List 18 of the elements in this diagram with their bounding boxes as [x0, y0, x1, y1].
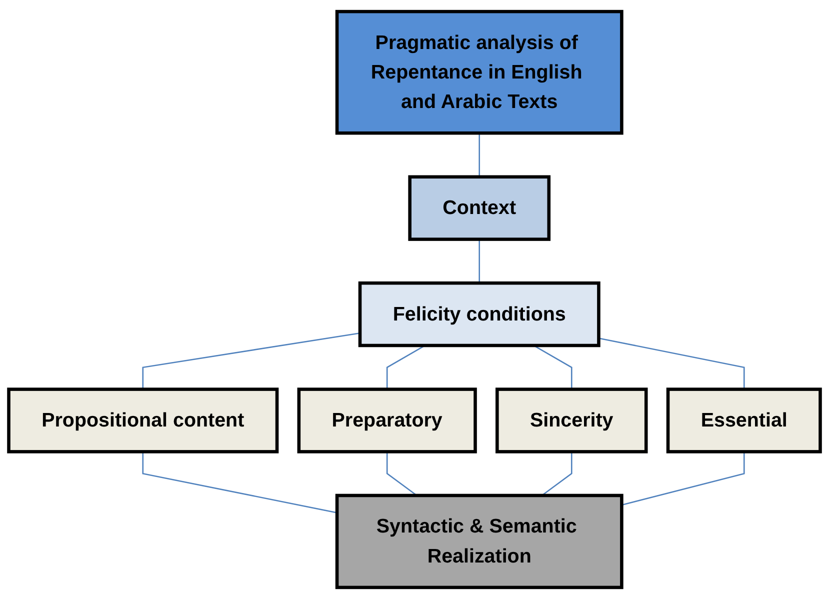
- node-box: Context: [408, 175, 551, 241]
- node-box: Pragmatic analysis of Repentance in English and Arabic Texts: [335, 10, 624, 135]
- connector: [541, 452, 572, 496]
- connector: [386, 344, 426, 390]
- connector: [622, 452, 745, 506]
- node-box: Propositional content: [7, 388, 279, 454]
- connector: [386, 452, 418, 496]
- node-box: Felicity conditions: [358, 281, 600, 348]
- connector: [533, 344, 572, 390]
- connector: [142, 452, 338, 514]
- connector: [142, 332, 360, 390]
- connector: [478, 133, 480, 177]
- node-box: Sincerity: [496, 388, 648, 454]
- node-box: Preparatory: [297, 388, 477, 454]
- connector: [478, 239, 480, 284]
- connector: [598, 338, 745, 390]
- node-box: Syntactic & Semantic Realization: [335, 494, 624, 590]
- node-box: Essential: [666, 388, 822, 454]
